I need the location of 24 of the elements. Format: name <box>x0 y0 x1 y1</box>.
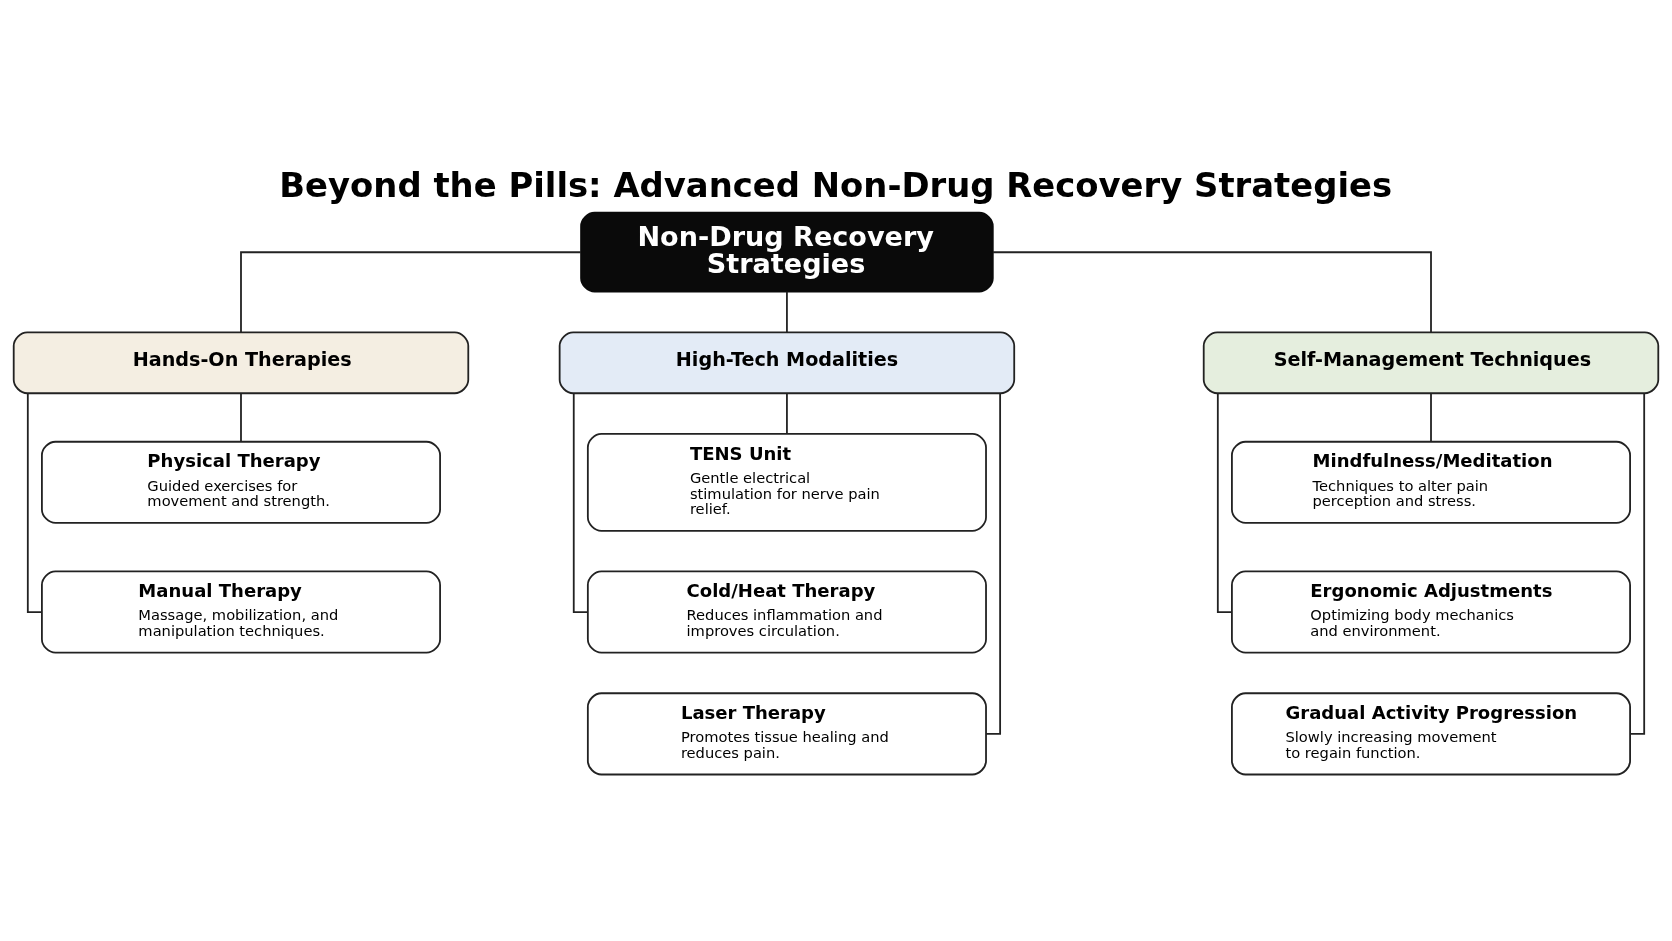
diagram-title: Beyond the Pills: Advanced Non-Drug Recovery Strategies <box>279 165 1393 205</box>
node-box: Hands-On Therapies <box>12 331 470 395</box>
connector <box>992 251 1432 334</box>
connector <box>985 392 1001 735</box>
node-box: Non-Drug Recovery Strategies <box>580 211 994 293</box>
node-box: Self-Management Techniques <box>1202 331 1660 395</box>
node-box: Gradual Activity Progression Slowly increasing movement to regain function. <box>1231 692 1631 776</box>
connector <box>572 392 589 613</box>
node-box: Cold/Heat Therapy Reduces inflammation and improves circulation. <box>586 570 987 654</box>
node-box: Ergonomic Adjustments Optimizing body mechanics and environment. <box>1231 570 1631 654</box>
node-box: Mindfulness/Meditation Techniques to alter pain perception and stress. <box>1231 440 1631 524</box>
connector <box>1216 392 1233 613</box>
connector <box>1430 392 1432 443</box>
connector <box>240 251 582 334</box>
node-box: Manual Therapy Massage, mobilization, and manipulation techniques. <box>41 570 441 654</box>
connector <box>1629 392 1646 735</box>
node-box: High-Tech Modalities <box>558 331 1016 395</box>
node-box: Physical Therapy Guided exercises for movement and strength. <box>41 440 441 524</box>
node-box: TENS Unit Gentle electrical stimulation for nerve pain relief. <box>586 432 987 532</box>
connector <box>786 392 788 435</box>
connector <box>240 392 242 443</box>
connector <box>786 290 788 334</box>
node-box: Laser Therapy Promotes tissue healing and reduces pain. <box>586 692 987 776</box>
connector <box>26 392 43 613</box>
